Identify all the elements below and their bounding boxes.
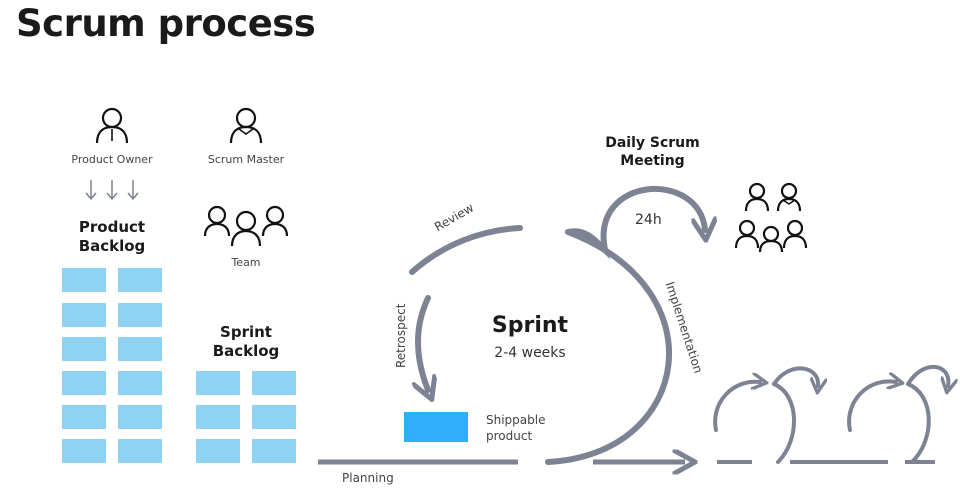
product-owner-icon bbox=[95, 107, 129, 144]
backlog-item bbox=[118, 303, 162, 327]
retrospect-label: Retrospect bbox=[394, 303, 408, 368]
shippable-product-box bbox=[404, 412, 468, 442]
down-arrows-icon bbox=[85, 180, 139, 201]
scrum-master-icon bbox=[229, 107, 263, 144]
backlog-item bbox=[62, 303, 106, 327]
team-label: Team bbox=[231, 256, 261, 269]
backlog-item bbox=[118, 371, 162, 395]
sprint-backlog-item bbox=[252, 439, 296, 463]
product-owner-label: Product Owner bbox=[71, 153, 153, 166]
backlog-item bbox=[118, 439, 162, 463]
daily-scrum-heading: Daily Scrum Meeting bbox=[605, 135, 700, 169]
scrum-master-label: Scrum Master bbox=[207, 153, 285, 166]
sprint-backlog-item bbox=[252, 371, 296, 395]
backlog-item bbox=[62, 371, 106, 395]
implementation-arc bbox=[545, 229, 673, 465]
product-backlog-heading: Product Backlog bbox=[78, 218, 146, 255]
small-cycle-2 bbox=[847, 365, 948, 464]
backlog-item bbox=[62, 405, 106, 429]
sprint-duration: 2-4 weeks bbox=[494, 345, 566, 361]
backlog-item bbox=[62, 337, 106, 361]
backlog-item bbox=[118, 405, 162, 429]
shippable-product-label: Shippable product bbox=[486, 413, 546, 443]
daily-scrum-interval: 24h bbox=[635, 212, 662, 228]
sprint-backlog-heading: Sprint Backlog bbox=[212, 323, 280, 360]
sprint-backlog-item bbox=[196, 371, 240, 395]
sprint-title: Sprint bbox=[491, 313, 569, 338]
planning-label: Planning bbox=[342, 471, 394, 485]
backlog-item bbox=[62, 439, 106, 463]
backlog-item bbox=[118, 337, 162, 361]
retrospect-arrow bbox=[418, 295, 428, 390]
sprint-backlog-item bbox=[252, 405, 296, 429]
backlog-item bbox=[118, 268, 162, 292]
review-arc bbox=[409, 225, 523, 275]
sprint-backlog-item bbox=[196, 405, 240, 429]
team-icon bbox=[203, 205, 289, 247]
daily-scrum-loop bbox=[565, 185, 705, 260]
sprint-backlog-item bbox=[196, 439, 240, 463]
page-title: Scrum process bbox=[16, 2, 316, 45]
small-cycle-1 bbox=[713, 366, 818, 464]
daily-scrum-team-icon bbox=[734, 182, 808, 253]
backlog-item bbox=[62, 268, 106, 292]
